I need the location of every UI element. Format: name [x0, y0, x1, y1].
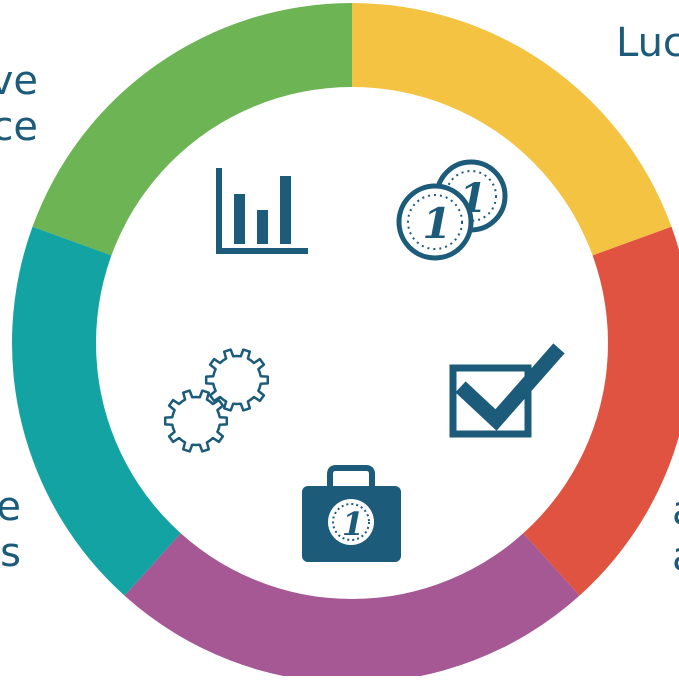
ring-segment-yellow — [352, 3, 672, 256]
checkbox-icon — [449, 343, 565, 438]
bar-chart-icon — [216, 168, 308, 254]
svg-text:1: 1 — [342, 505, 364, 543]
coins-icon: 1 1 — [396, 159, 508, 261]
gears-icon — [163, 348, 270, 453]
ring-segment-purple — [124, 532, 580, 680]
segment-label-top-left: ve ce — [0, 58, 38, 150]
ring-segment-red — [522, 226, 679, 596]
svg-text:1: 1 — [422, 199, 451, 248]
segment-label-top-right: Luc — [616, 20, 679, 66]
ring-segment-teal — [11, 226, 182, 596]
ring-segments — [11, 3, 679, 680]
briefcase-icon: 1 — [302, 465, 401, 562]
gear-small-icon — [163, 389, 229, 453]
ring-segment-green — [32, 3, 352, 256]
segment-label-bottom-left: e s — [0, 484, 21, 576]
gear-large-icon — [204, 348, 270, 412]
segment-label-bottom-right: a a — [672, 488, 679, 580]
